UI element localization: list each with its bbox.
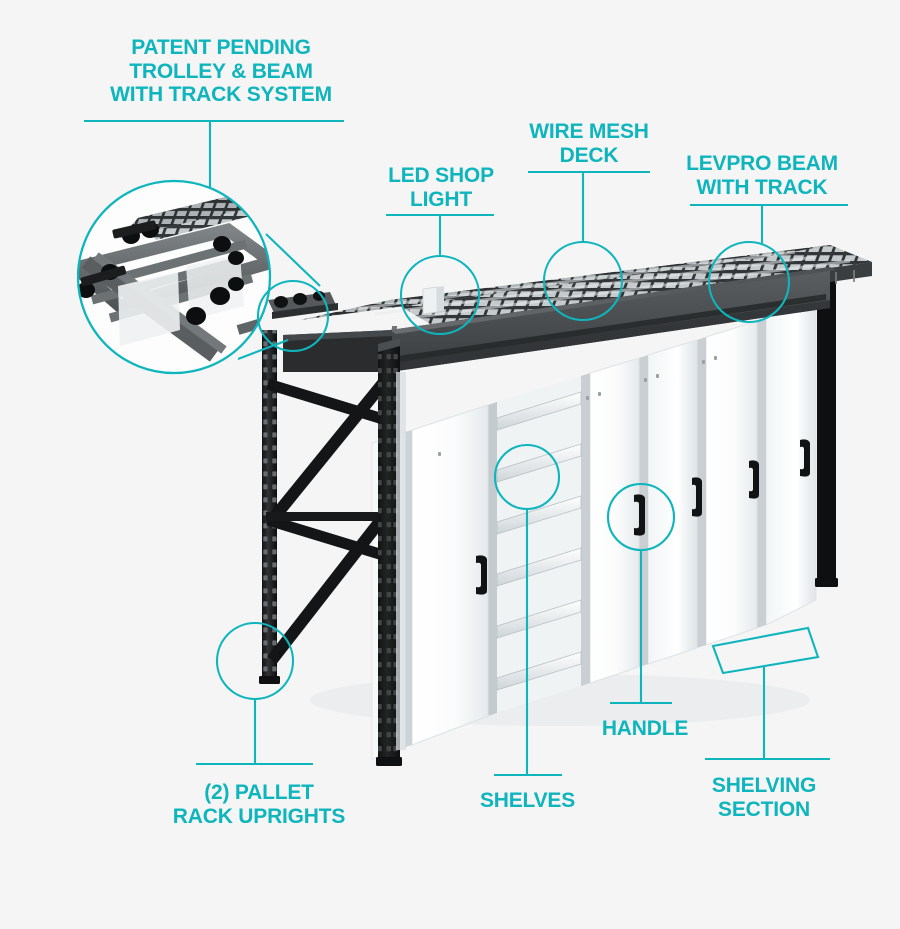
callout-label-wire-mesh-deck: WIRE MESH DECK — [529, 120, 649, 167]
callout-marker-levpro-beam — [707, 240, 791, 324]
callout-marker-pallet-rack-uprights — [215, 621, 295, 701]
led-shop-light — [422, 286, 444, 315]
side-beam-left — [283, 330, 392, 372]
callout-graphics — [84, 119, 848, 777]
callout-label-levpro-beam: LEVPRO BEAM WITH TRACK — [686, 152, 838, 199]
callout-label-shelves: SHELVES — [479, 789, 576, 812]
levpro-beam-with-track — [390, 267, 836, 372]
callout-marker-led-shop-light — [399, 254, 481, 336]
callout-label-handle: HANDLE — [601, 717, 689, 740]
callout-label-pallet-rack-uprights: (2) PALLET RACK UPRIGHTS — [172, 781, 346, 828]
handles — [476, 439, 810, 595]
shelves-stack — [496, 391, 582, 691]
trolley-track-source-detail — [268, 291, 338, 319]
panel-fasteners — [438, 356, 717, 456]
callout-label-patent-pending: PATENT PENDING TROLLEY & BEAM WITH TRACK… — [110, 36, 332, 107]
right-upright-foot — [815, 578, 838, 587]
pallet-rack-upright-right — [817, 255, 836, 584]
callout-label-shelving-section: SHELVING SECTION — [711, 774, 817, 821]
magnifier-tangent-upper — [265, 233, 321, 287]
callout-label-led-shop-light: LED SHOP LIGHT — [388, 164, 494, 211]
callout-marker-trolley-source — [256, 279, 330, 353]
left-end-frame — [259, 330, 406, 766]
callout-marker-wire-mesh-deck — [542, 240, 624, 322]
magnifier-tangent-lower — [237, 339, 289, 360]
callout-marker-shelving-section — [711, 626, 820, 675]
